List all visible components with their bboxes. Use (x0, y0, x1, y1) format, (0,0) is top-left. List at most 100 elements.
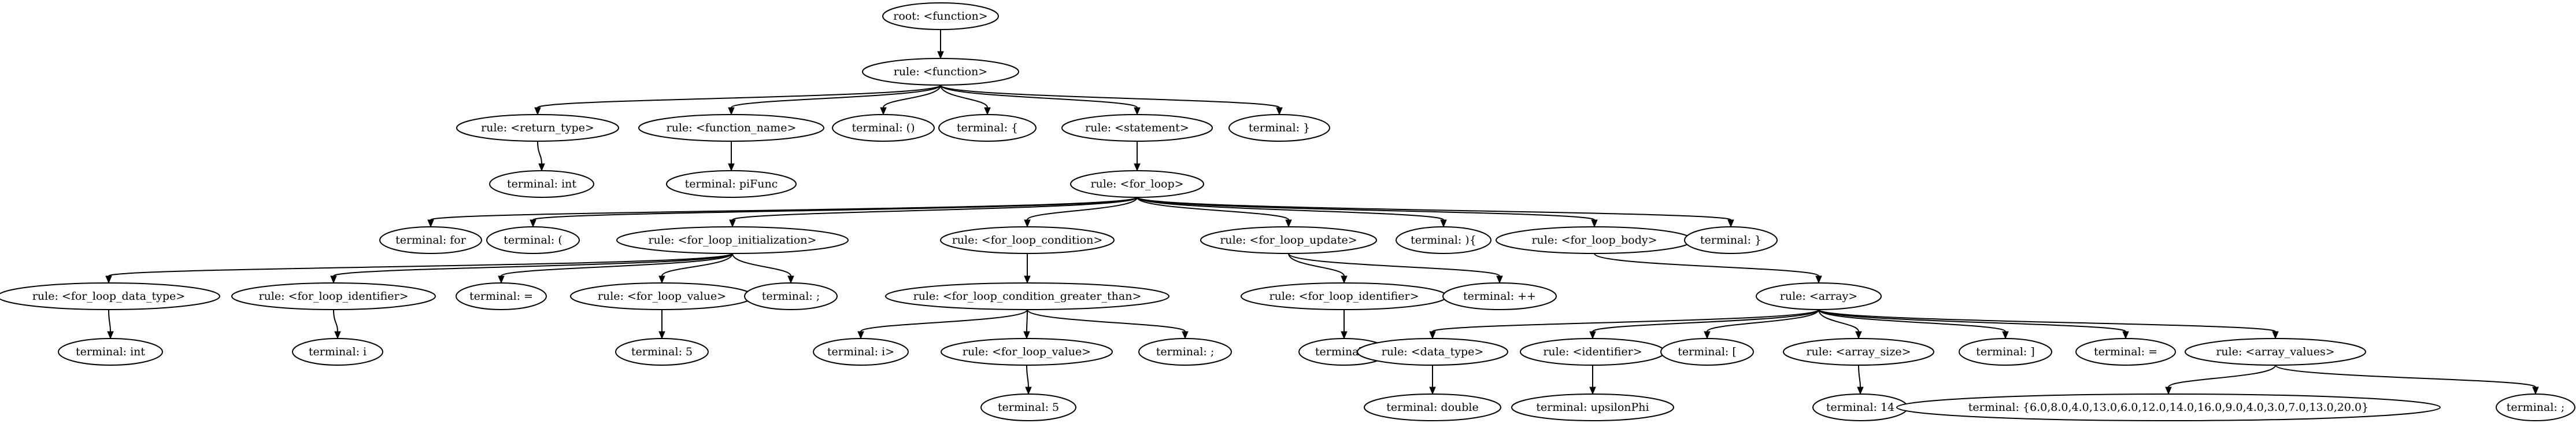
node-ellipse (1200, 226, 1377, 254)
node-label: rule: <statement> (1085, 122, 1189, 134)
rule-node: rule: <for_loop_value> (941, 338, 1113, 366)
edge-arrowhead (1704, 331, 1711, 340)
edge-arrowhead (2165, 387, 2172, 395)
edge-line (1818, 309, 2126, 332)
rule-node: rule: <for_loop_identifier> (231, 282, 436, 310)
edge-line (1432, 309, 1819, 332)
tree-edge (1818, 309, 2009, 340)
edge-arrowhead (1857, 387, 1864, 395)
tree-edge (658, 310, 665, 340)
node-ellipse (1756, 282, 1882, 310)
node-ellipse (1660, 338, 1754, 366)
terminal-node: terminal: int (489, 170, 594, 198)
node-label: terminal: 5 (631, 345, 693, 358)
edge-arrowhead (787, 275, 794, 284)
terminal-node: terminal: int (58, 338, 163, 366)
edge-arrowhead (538, 163, 545, 172)
edge-line (537, 141, 542, 164)
node-ellipse (813, 338, 909, 366)
edge-arrowhead (984, 107, 991, 116)
terminal-node: terminal: { (938, 114, 1037, 142)
tree-edge (1818, 309, 2279, 340)
terminal-node: terminal: {6.0,8.0,4.0,13.0,6.0,12.0,14.… (1896, 393, 2441, 421)
tree-edge (530, 197, 1138, 228)
terminal-node: terminal: ( (486, 226, 580, 254)
edge-arrowhead (530, 219, 536, 228)
terminal-node: terminal: for (379, 226, 482, 254)
node-ellipse (1228, 114, 1330, 142)
tree-edge (1137, 197, 1734, 228)
node-ellipse (379, 226, 482, 254)
edge-line (537, 84, 941, 108)
edge-line (1592, 309, 1819, 332)
edge-line (1818, 309, 1859, 332)
edge-line (860, 309, 1028, 332)
edge-arrowhead (1440, 219, 1447, 228)
tree-edge (105, 253, 733, 284)
node-ellipse (1061, 114, 1213, 142)
node-label: terminal: upsilonPhi (1536, 401, 1649, 414)
rule-node: rule: <for_loop_body> (1496, 226, 1693, 254)
node-label: terminal: ++ (1463, 290, 1536, 303)
rule-node: rule: <identifier> (1520, 338, 1665, 366)
edge-line (1594, 253, 1819, 277)
edge-line (1137, 197, 1444, 220)
tree-edge (1288, 253, 1348, 284)
edge-arrowhead (857, 331, 864, 340)
tree-edge (333, 309, 341, 340)
terminal-node: terminal: double (1364, 393, 1501, 421)
node-label: rule: <data_type> (1382, 345, 1484, 358)
tree-edge (1594, 253, 1822, 284)
node-ellipse (940, 226, 1115, 254)
node-ellipse (486, 226, 580, 254)
tree-edge (1027, 309, 1189, 340)
node-ellipse (882, 2, 999, 30)
rule-node: rule: <return_type> (456, 114, 619, 142)
node-label: terminal: = (469, 290, 533, 303)
tree-edge (1429, 309, 1819, 340)
node-label: rule: <for_loop_value> (963, 345, 1091, 358)
node-ellipse (292, 338, 383, 366)
tree-edge (880, 84, 941, 116)
node-ellipse (666, 170, 797, 198)
tree-edge (1025, 365, 1032, 395)
node-label: terminal: ] (1976, 345, 2035, 358)
rule-node: rule: <function> (862, 58, 1019, 86)
node-label: terminal: int (507, 178, 576, 190)
node-label: rule: <for_loop_initialization> (649, 234, 817, 247)
node-ellipse (1138, 338, 1232, 366)
edge-arrowhead (2002, 331, 2009, 340)
edge-arrowhead (105, 275, 112, 284)
rule-node: rule: <function_name> (638, 114, 824, 142)
node-ellipse (1396, 226, 1491, 254)
tree-edge (728, 84, 941, 116)
edge-arrowhead (427, 219, 434, 228)
terminal-node: terminal: ; (1138, 338, 1232, 366)
node-label: rule: <for_loop_body> (1531, 234, 1657, 247)
rule-node: rule: <for_loop> (1070, 170, 1204, 198)
node-ellipse (885, 282, 1169, 310)
edge-line (430, 197, 1138, 220)
node-label: rule: <for_loop_identifier> (1269, 290, 1419, 303)
node-label: rule: <identifier> (1543, 345, 1642, 358)
edge-line (731, 84, 941, 108)
node-label: terminal: {6.0,8.0,4.0,13.0,6.0,12.0,14.… (1968, 401, 2368, 414)
edge-arrowhead (1589, 387, 1596, 395)
terminal-node: terminal: = (456, 282, 547, 310)
tree-edge (1704, 309, 1819, 340)
rule-node: rule: <data_type> (1357, 338, 1508, 366)
edge-arrowhead (658, 275, 665, 284)
terminal-node: terminal: piFunc (666, 170, 797, 198)
edge-arrowhead (330, 275, 337, 284)
edge-arrowhead (107, 331, 114, 340)
node-ellipse (1783, 338, 1934, 366)
edge-arrowhead (729, 219, 736, 228)
node-ellipse (1511, 393, 1674, 421)
edge-arrowhead (1023, 331, 1030, 340)
edge-line (1818, 309, 2006, 332)
node-ellipse (1442, 282, 1557, 310)
edge-arrowhead (2122, 331, 2129, 340)
edge-arrowhead (1496, 275, 1503, 284)
